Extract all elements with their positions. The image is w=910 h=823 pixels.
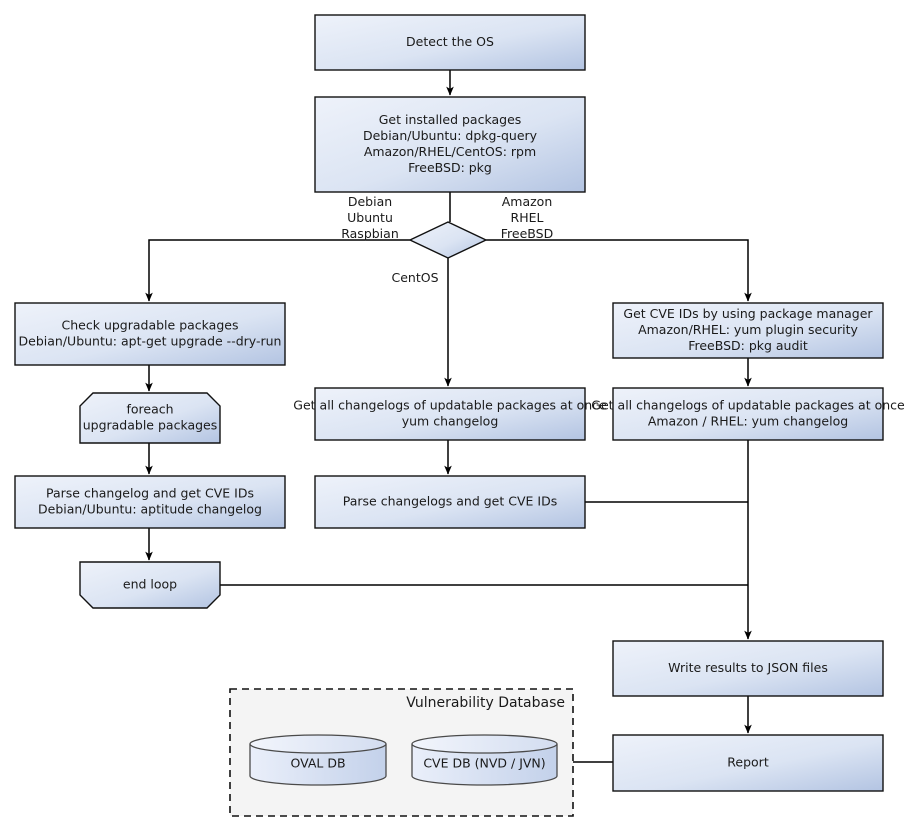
node-report[interactable]: Report	[612, 734, 884, 792]
cylinder-body-cve-db[interactable]	[411, 744, 558, 786]
edge-decision-to-check-upgradable	[145, 239, 410, 302]
node-label-parse-changelogs-cve-ids-line: Parse changelogs and get CVE IDs	[343, 494, 557, 509]
node-get-cve-ids-package-manager[interactable]: Get CVE IDs by using package managerAmaz…	[612, 302, 884, 359]
cylinder-top-oval-db	[249, 734, 387, 754]
node-shape-report[interactable]	[612, 734, 884, 792]
cylinder-body-oval-db[interactable]	[249, 744, 387, 786]
database-label-oval-db-line: OVAL DB	[290, 756, 345, 771]
node-label-get-cve-ids-package-manager-line: FreeBSD: pkg audit	[688, 338, 808, 353]
node-shape-check-upgradable-packages[interactable]	[14, 302, 286, 366]
node-label-get-installed-packages-line: Debian/Ubuntu: dpkg-query	[363, 128, 538, 143]
node-label-foreach-upgradable-packages-line: foreach	[126, 402, 173, 417]
node-label-get-installed-packages-line: Amazon/RHEL/CentOS: rpm	[364, 144, 536, 159]
node-shape-get-installed-packages[interactable]	[314, 96, 586, 193]
node-end-loop[interactable]: end loop	[79, 561, 221, 609]
edge-decision-to-get-cve-ids	[486, 239, 752, 302]
node-label-detect-os: Detect the OS	[406, 34, 494, 49]
node-label-get-cve-ids-package-manager-line: Get CVE IDs by using package manager	[623, 306, 873, 321]
node-label-foreach-upgradable-packages-line: upgradable packages	[83, 418, 218, 433]
database-label-cve-db: CVE DB (NVD / JVN)	[423, 756, 545, 771]
edge-label-line: Debian	[348, 194, 392, 209]
node-check-upgradable-packages[interactable]: Check upgradable packagesDebian/Ubuntu: …	[14, 302, 286, 366]
node-shape-detect-os[interactable]	[314, 14, 586, 71]
node-label-get-all-changelogs-centos: Get all changelogs of updatable packages…	[293, 398, 607, 429]
node-label-get-all-changelogs-centos-line: Get all changelogs of updatable packages…	[293, 398, 607, 413]
node-get-all-changelogs-rhel[interactable]: Get all changelogs of updatable packages…	[591, 387, 905, 441]
edge-label-line: Ubuntu	[347, 210, 393, 225]
node-label-check-upgradable-packages-line: Check upgradable packages	[62, 318, 239, 333]
node-shape-get-all-changelogs-centos[interactable]	[314, 387, 586, 441]
node-parse-changelogs-cve-ids[interactable]: Parse changelogs and get CVE IDs	[314, 475, 586, 529]
node-detect-os[interactable]: Detect the OS	[314, 14, 586, 71]
edge-label-branch-centos: CentOS	[391, 270, 438, 285]
edge-label-line: Amazon	[502, 194, 553, 209]
node-shape-os-decision[interactable]	[408, 221, 488, 259]
node-label-get-installed-packages-line: Get installed packages	[379, 112, 522, 127]
node-label-parse-changelogs-cve-ids: Parse changelogs and get CVE IDs	[343, 494, 557, 509]
node-write-results-json[interactable]: Write results to JSON files	[612, 640, 884, 697]
database-label-cve-db-line: CVE DB (NVD / JVN)	[423, 756, 545, 771]
node-label-parse-changelog-cve-ids: Parse changelog and get CVE IDsDebian/Ub…	[38, 486, 262, 517]
node-label-parse-changelog-cve-ids-line: Parse changelog and get CVE IDs	[46, 486, 254, 501]
node-label-write-results-json-line: Write results to JSON files	[668, 660, 828, 675]
node-label-get-cve-ids-package-manager-line: Amazon/RHEL: yum plugin security	[638, 322, 858, 337]
node-label-get-installed-packages-line: FreeBSD: pkg	[408, 160, 492, 175]
node-label-get-all-changelogs-centos-line: yum changelog	[402, 414, 499, 429]
node-shape-end-loop[interactable]	[79, 561, 221, 609]
database-oval-db[interactable]: OVAL DB	[249, 734, 387, 786]
node-shape-foreach-upgradable-packages[interactable]	[79, 392, 221, 444]
node-shape-write-results-json[interactable]	[612, 640, 884, 697]
cylinder-top-cve-db	[411, 734, 558, 754]
database-label-oval-db: OVAL DB	[290, 756, 345, 771]
node-shape-parse-changelogs-cve-ids[interactable]	[314, 475, 586, 529]
connectors	[145, 70, 752, 763]
node-os-decision[interactable]	[408, 221, 488, 259]
node-label-get-all-changelogs-rhel: Get all changelogs of updatable packages…	[591, 398, 905, 429]
node-label-check-upgradable-packages-line: Debian/Ubuntu: apt-get upgrade --dry-run	[19, 334, 282, 349]
node-shape-get-all-changelogs-rhel[interactable]	[612, 387, 884, 441]
database-cve-db[interactable]: CVE DB (NVD / JVN)	[411, 734, 558, 786]
node-label-write-results-json: Write results to JSON files	[668, 660, 828, 675]
node-label-parse-changelog-cve-ids-line: Debian/Ubuntu: aptitude changelog	[38, 502, 262, 517]
node-label-end-loop: end loop	[123, 577, 177, 592]
node-label-end-loop-line: end loop	[123, 577, 177, 592]
edge-label-line: RHEL	[511, 210, 544, 225]
edge-label-line: Raspbian	[341, 226, 399, 241]
node-label-detect-os-line: Detect the OS	[406, 34, 494, 49]
node-label-check-upgradable-packages: Check upgradable packagesDebian/Ubuntu: …	[19, 318, 282, 349]
edge-label-line: CentOS	[391, 270, 438, 285]
group-title-text: Vulnerability Database	[406, 695, 565, 711]
node-shape-get-cve-ids-package-manager[interactable]	[612, 302, 884, 359]
edge-label-line: FreeBSD	[501, 226, 553, 241]
node-parse-changelog-cve-ids[interactable]: Parse changelog and get CVE IDsDebian/Ub…	[14, 475, 286, 529]
node-label-get-all-changelogs-rhel-line: Get all changelogs of updatable packages…	[591, 398, 905, 413]
node-label-get-cve-ids-package-manager: Get CVE IDs by using package managerAmaz…	[623, 306, 873, 353]
node-shape-parse-changelog-cve-ids[interactable]	[14, 475, 286, 529]
node-label-get-all-changelogs-rhel-line: Amazon / RHEL: yum changelog	[648, 414, 848, 429]
node-label-report: Report	[727, 755, 769, 770]
node-label-report-line: Report	[727, 755, 769, 770]
node-get-all-changelogs-centos[interactable]: Get all changelogs of updatable packages…	[293, 387, 607, 441]
